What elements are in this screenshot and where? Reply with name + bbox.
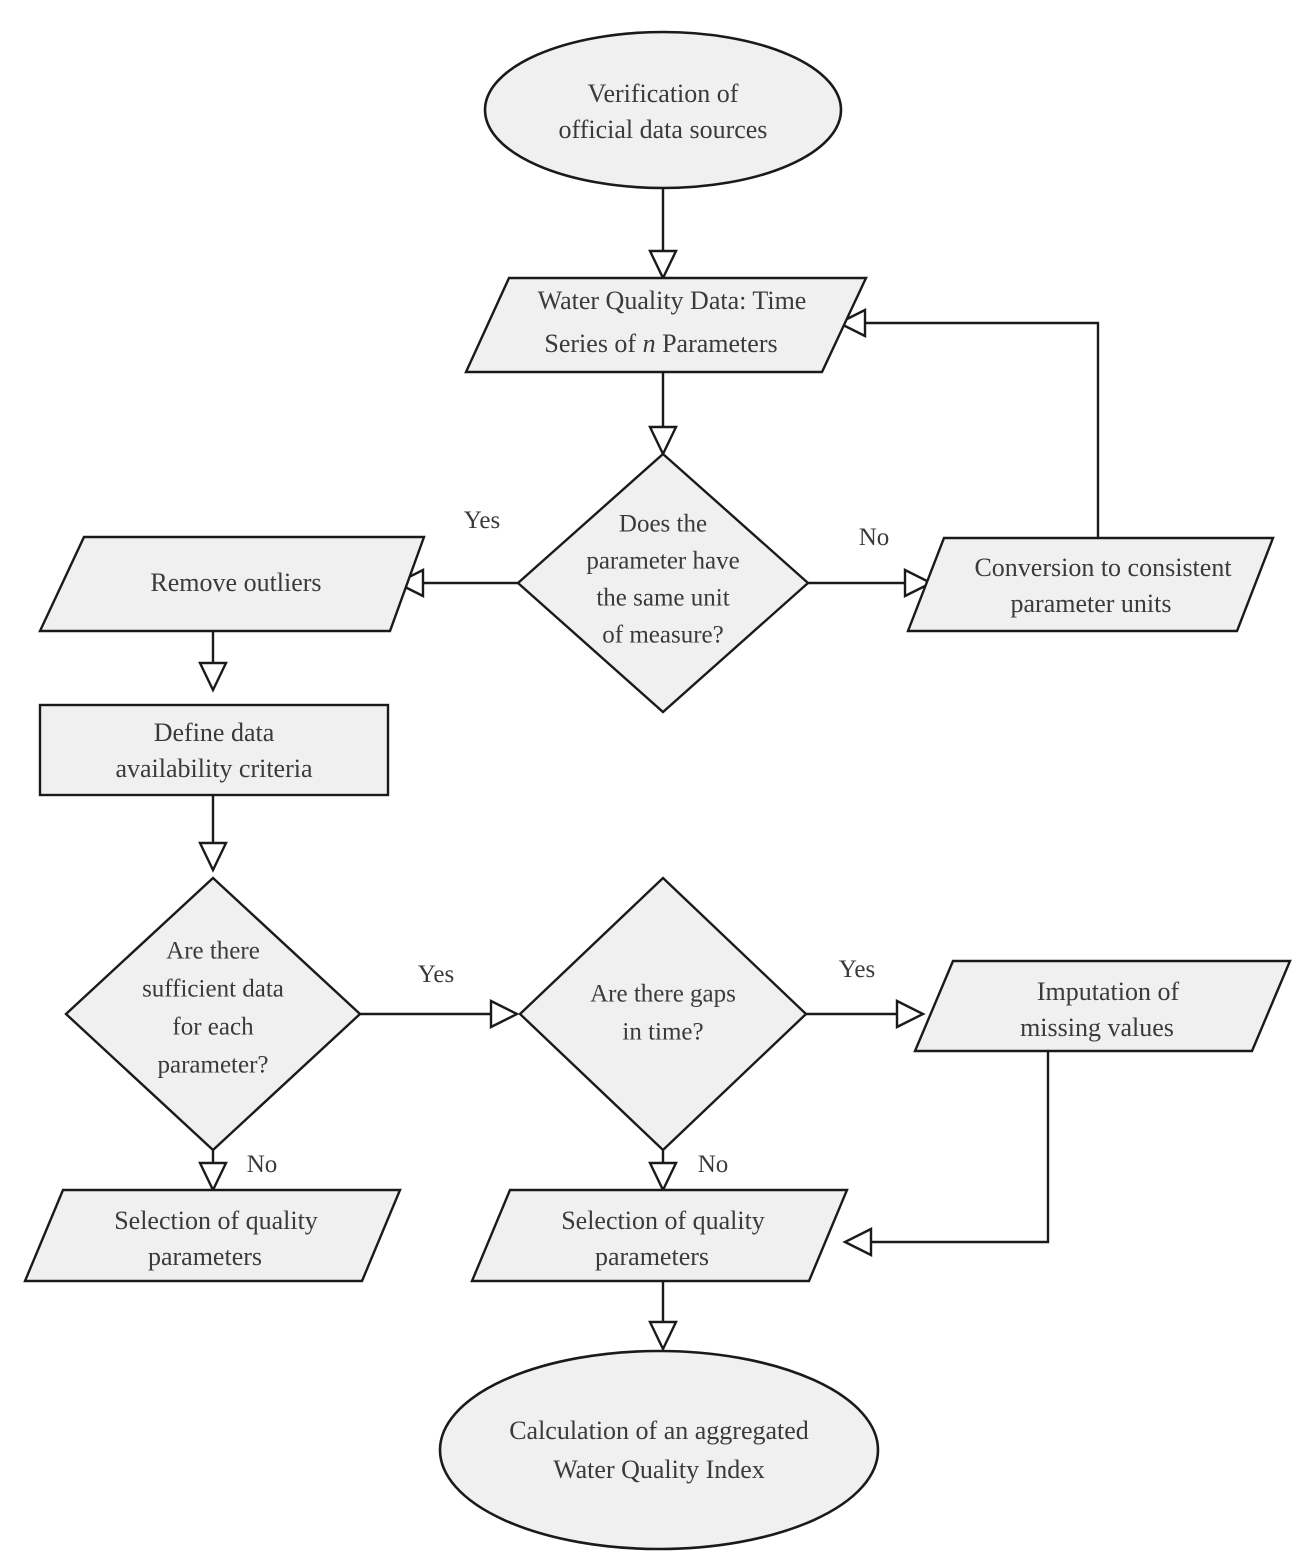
arrowhead-sufficient-no — [198, 1161, 228, 1193]
start-label-line1: Verification of — [588, 79, 739, 108]
imputation-label-line2: missing values — [1020, 1013, 1174, 1042]
arrowhead-imputation-to-selection — [842, 1227, 873, 1257]
wq-line2-italic: n — [643, 329, 656, 358]
end-label-line1: Calculation of an aggregated — [509, 1416, 809, 1445]
start-ellipse — [483, 30, 843, 190]
selection-mid-label-line2: parameters — [595, 1242, 709, 1271]
edge-label-gaps-no: No — [698, 1151, 729, 1178]
imputation-label-line1: Imputation of — [1037, 977, 1180, 1006]
node-conversion-units[interactable]: Conversion to consistent parameter units — [906, 536, 1275, 633]
gaps-diamond — [518, 876, 808, 1152]
sufficient-data-label-line4: parameter? — [157, 1052, 268, 1079]
arrowhead-gaps-yes — [895, 999, 926, 1029]
water-quality-data-label-line1: Water Quality Data: Time — [538, 286, 807, 315]
node-remove-outliers[interactable]: Remove outliers — [38, 535, 426, 633]
gaps-label-line2: in time? — [622, 1019, 703, 1046]
remove-outliers-label: Remove outliers — [150, 568, 321, 597]
water-quality-data-parallelogram — [464, 276, 868, 374]
arrowhead-data-to-unit-decision — [648, 425, 678, 457]
arrowhead-sufficient-yes — [489, 999, 520, 1029]
sufficient-data-label-line1: Are there — [166, 938, 260, 965]
conversion-units-label-line2: parameter units — [1011, 589, 1172, 618]
sufficient-data-diamond — [64, 876, 362, 1152]
sufficient-data-label-line2: sufficient data — [142, 976, 284, 1003]
start-label-line2: official data sources — [559, 115, 768, 144]
same-unit-diamond — [516, 452, 810, 714]
arrowhead-unit-no — [903, 568, 934, 598]
gaps-label-line1: Are there gaps — [590, 981, 736, 1008]
same-unit-label-line2: parameter have — [586, 548, 739, 575]
conversion-units-parallelogram — [906, 536, 1275, 633]
node-water-quality-data[interactable]: Water Quality Data: Time Series of n Par… — [464, 276, 868, 374]
define-criteria-rect — [38, 703, 390, 797]
conversion-units-label-line1: Conversion to consistent — [974, 553, 1232, 582]
node-gaps-decision[interactable]: Are there gaps in time? — [518, 876, 808, 1152]
end-ellipse — [438, 1349, 880, 1551]
same-unit-label-line3: the same unit — [596, 585, 729, 612]
node-selection-left[interactable]: Selection of quality parameters — [23, 1188, 402, 1283]
selection-left-label-line1: Selection of quality — [114, 1206, 318, 1235]
selection-mid-parallelogram — [470, 1188, 849, 1283]
edge-label-gaps-yes: Yes — [839, 956, 875, 983]
selection-left-label-line2: parameters — [148, 1242, 262, 1271]
node-start[interactable]: Verification of official data sources — [483, 30, 843, 190]
node-end[interactable]: Calculation of an aggregated Water Quali… — [438, 1349, 880, 1551]
water-quality-data-label-line2: Series of n Parameters — [544, 329, 777, 358]
same-unit-label-line1: Does the — [619, 511, 707, 538]
edge-label-same-unit-yes: Yes — [464, 507, 500, 534]
node-same-unit-decision[interactable]: Does the parameter have the same unit of… — [516, 452, 810, 714]
wq-line2-b: Parameters — [656, 329, 778, 358]
define-criteria-label-line1: Define data — [154, 718, 275, 747]
end-label-line2: Water Quality Index — [553, 1455, 765, 1484]
edge-label-same-unit-no: No — [859, 524, 890, 551]
edge-label-sufficient-yes: Yes — [418, 961, 454, 988]
imputation-parallelogram — [913, 959, 1292, 1053]
node-selection-mid[interactable]: Selection of quality parameters — [470, 1188, 849, 1283]
node-define-criteria[interactable]: Define data availability criteria — [38, 703, 390, 797]
sufficient-data-label-line3: for each — [172, 1014, 254, 1041]
arrowhead-conversion-feedback — [836, 308, 867, 338]
arrowhead-start-to-data — [648, 249, 678, 281]
node-imputation[interactable]: Imputation of missing values — [913, 959, 1292, 1053]
connector-imputation-to-selection — [872, 1051, 1050, 1244]
arrowhead-gaps-no — [648, 1161, 678, 1193]
connector-conversion-feedback — [866, 321, 1100, 538]
wq-line2-a: Series of — [544, 329, 642, 358]
arrowhead-selection-to-end — [648, 1320, 678, 1352]
arrowhead-outliers-to-criteria — [198, 661, 228, 693]
node-sufficient-data-decision[interactable]: Are there sufficient data for each param… — [64, 876, 362, 1152]
define-criteria-label-line2: availability criteria — [115, 754, 313, 783]
remove-outliers-parallelogram — [38, 535, 426, 633]
edge-label-sufficient-no: No — [247, 1151, 278, 1178]
arrowhead-criteria-to-sufficient — [198, 841, 228, 873]
selection-mid-label-line1: Selection of quality — [561, 1206, 765, 1235]
same-unit-label-line4: of measure? — [602, 622, 723, 649]
selection-left-parallelogram — [23, 1188, 402, 1283]
